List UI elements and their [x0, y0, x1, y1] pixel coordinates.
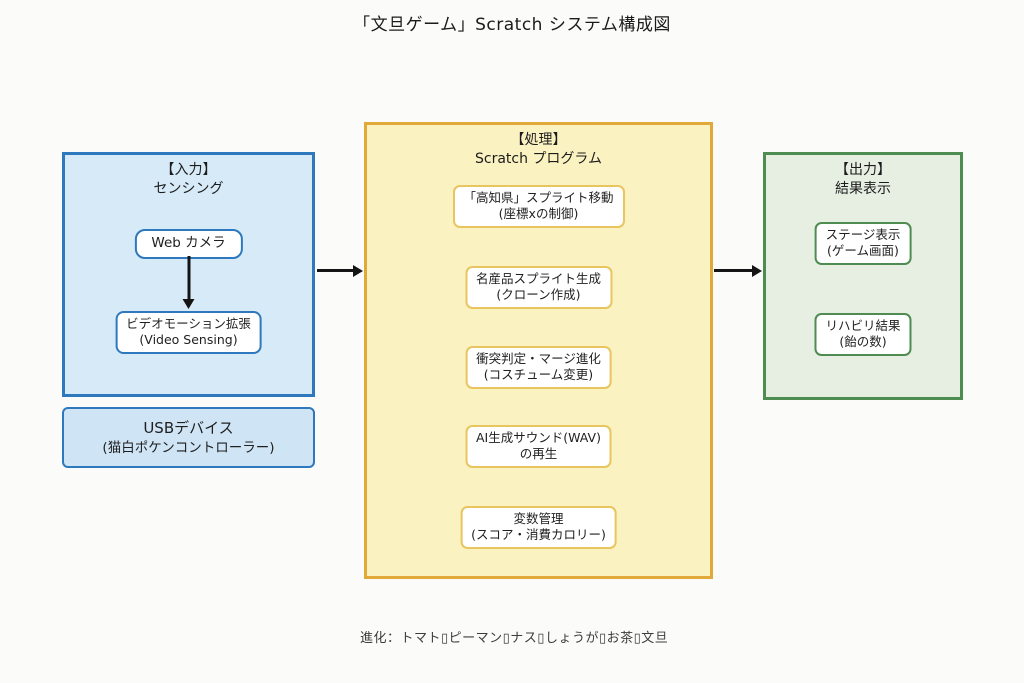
input-header-line1: 【入力】 — [160, 162, 217, 178]
output-item-label-line1: リハビリ結果 — [825, 318, 901, 333]
process-step-label-line1: 名産品スプライト生成 — [475, 271, 602, 286]
input-header-line2: センシング — [153, 180, 224, 197]
diagram-title: 「文旦ゲーム」Scratch システム構成図 — [353, 15, 671, 35]
process-step-sprite-move: 「高知県」スプライト移動 (座標xの制御) — [452, 185, 625, 228]
process-step-ai-sound: AI生成サウンド(WAV) の再生 — [465, 425, 612, 468]
webcam-node: Web カメラ — [134, 229, 243, 259]
process-step-label-line2: (スコア・消費カロリー) — [471, 527, 606, 543]
video-sensing-label-line2: (Video Sensing) — [139, 332, 238, 348]
input-group-box: 【入力】 センシング Web カメラ ビデオモーション拡張 (Video Sen… — [62, 152, 315, 397]
process-step-label-line1: AI生成サウンド(WAV) — [476, 430, 601, 445]
process-header-line2: Scratch プログラム — [474, 150, 602, 167]
process-step-clone-create: 名産品スプライト生成 (クローン作成) — [464, 266, 613, 309]
output-header-line1: 【出力】 — [835, 162, 891, 178]
output-header-line2: 結果表示 — [835, 180, 891, 197]
process-step-label-line1: 「高知県」スプライト移動 — [463, 190, 614, 205]
arrow-input-to-process — [317, 269, 354, 272]
output-rehab-result-node: リハビリ結果 (飴の数) — [814, 313, 912, 356]
arrow-process-to-output — [714, 269, 753, 272]
process-header-line1: 【処理】 — [510, 132, 567, 148]
process-step-label-line2: (クローン作成) — [496, 287, 581, 303]
process-group-header: 【処理】 Scratch プログラム — [367, 131, 710, 169]
output-stage-display-node: ステージ表示 (ゲーム画面) — [814, 222, 912, 265]
video-sensing-node: ビデオモーション拡張 (Video Sensing) — [115, 311, 262, 354]
output-group-box: 【出力】 結果表示 ステージ表示 (ゲーム画面) リハビリ結果 (飴の数) — [763, 152, 963, 400]
usb-device-label-line1: USBデバイス — [143, 418, 234, 437]
process-step-label-line1: 変数管理 — [513, 511, 564, 526]
usb-device-box: USBデバイス (猫白ポケンコントローラー) — [62, 407, 315, 468]
process-step-variable-management: 変数管理 (スコア・消費カロリー) — [460, 506, 617, 549]
output-item-label-line2: (飴の数) — [839, 334, 887, 350]
usb-device-label-line2: (猫白ポケンコントローラー) — [102, 439, 275, 456]
arrow-webcam-to-video — [187, 256, 190, 300]
output-group-header: 【出力】 結果表示 — [766, 161, 960, 199]
process-step-label-line2: (コスチューム変更) — [483, 367, 594, 383]
process-step-collision-merge: 衝突判定・マージ進化 (コスチューム変更) — [465, 346, 612, 389]
output-item-label-line2: (ゲーム画面) — [827, 243, 899, 259]
input-group-header: 【入力】 センシング — [65, 161, 312, 199]
process-group-box: 【処理】 Scratch プログラム 「高知県」スプライト移動 (座標xの制御)… — [364, 122, 713, 579]
webcam-label: Web カメラ — [151, 235, 226, 251]
process-step-label-line2: の再生 — [519, 446, 558, 462]
video-sensing-label-line1: ビデオモーション拡張 — [126, 316, 251, 331]
output-item-label-line1: ステージ表示 — [825, 227, 901, 242]
process-step-label-line1: 衝突判定・マージ進化 — [476, 351, 601, 366]
process-step-label-line2: (座標xの制御) — [498, 206, 579, 222]
evolution-note: 進化：トマト▯ピーマン▯ナス▯しょうが▯お茶▯文旦 — [360, 631, 669, 646]
